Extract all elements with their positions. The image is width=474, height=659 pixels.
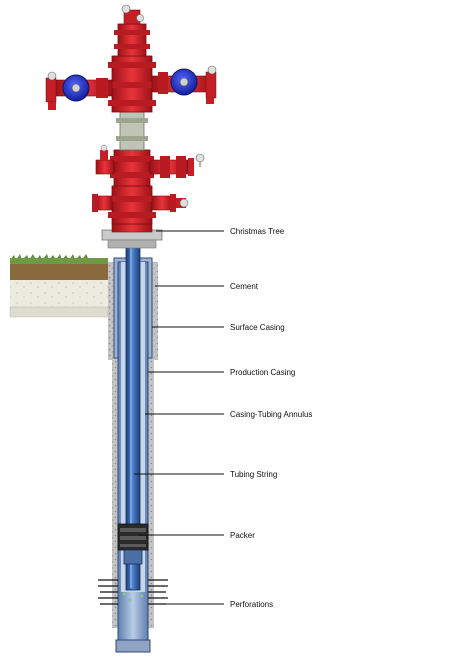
label-production-casing: Production Casing bbox=[230, 368, 295, 377]
label-annulus: Casing-Tubing Annulus bbox=[230, 410, 312, 419]
casing-bottom-shoe bbox=[115, 639, 151, 653]
lower-right-outlet bbox=[151, 194, 189, 212]
ground-section bbox=[9, 254, 109, 318]
packer bbox=[117, 523, 149, 565]
label-christmas-tree: Christmas Tree bbox=[230, 227, 285, 236]
left-wing-valve-wheel bbox=[62, 74, 90, 102]
soil-layer bbox=[10, 264, 108, 280]
right-wing-valve-wheel bbox=[170, 68, 198, 96]
tubing-head bbox=[113, 149, 151, 187]
label-surface-casing: Surface Casing bbox=[230, 323, 285, 332]
ground-base-strip bbox=[9, 306, 109, 318]
christmas-tree bbox=[45, 4, 217, 249]
pressure-gauge-side bbox=[136, 14, 144, 22]
callout-leaders bbox=[134, 230, 224, 605]
lower-left-outlet bbox=[92, 194, 113, 212]
label-tubing-string: Tubing String bbox=[230, 470, 277, 479]
label-packer: Packer bbox=[230, 531, 255, 540]
swab-valve bbox=[117, 23, 147, 57]
label-cement: Cement bbox=[230, 282, 259, 291]
ground-layer bbox=[10, 280, 108, 307]
label-perforations: Perforations bbox=[230, 600, 273, 609]
perforation-flow-marks bbox=[122, 592, 144, 602]
grass-strip bbox=[10, 258, 108, 264]
middle-left-valve bbox=[95, 144, 115, 175]
tree-adapter bbox=[119, 111, 145, 151]
casing-head bbox=[111, 185, 153, 225]
middle-right-valve bbox=[149, 153, 205, 178]
pressure-gauge-top bbox=[121, 4, 131, 14]
